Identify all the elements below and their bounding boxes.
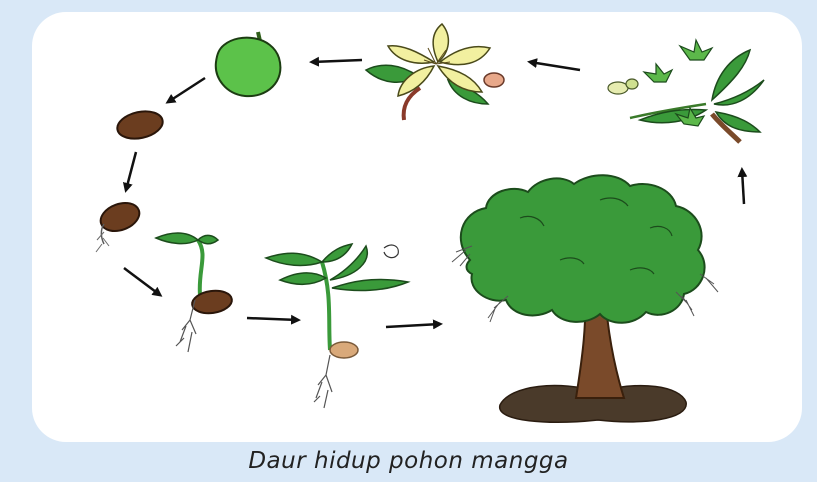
arrow-branch-to-flower (530, 62, 580, 70)
germinating-seed-icon (96, 198, 143, 252)
arrow-seed-to-germinating (126, 152, 136, 190)
mango-fruit-icon (216, 32, 281, 96)
mango-tree-icon (452, 175, 718, 422)
arrow-seedling-to-tree (386, 324, 440, 327)
diagram-caption: Daur hidup pohon mangga (0, 448, 817, 474)
mango-flower-icon (366, 24, 504, 120)
sprout-icon (156, 233, 233, 352)
arrow-fruit-to-seed (168, 78, 205, 102)
flowering-branch-icon (608, 40, 764, 142)
arrow-flower-to-fruit (312, 60, 362, 62)
arrow-germinating-to-sprout (124, 268, 160, 295)
arrow-tree-to-branch (742, 170, 744, 204)
arrow-sprout-to-seedling (247, 318, 298, 320)
mango-seed-icon (115, 108, 165, 143)
